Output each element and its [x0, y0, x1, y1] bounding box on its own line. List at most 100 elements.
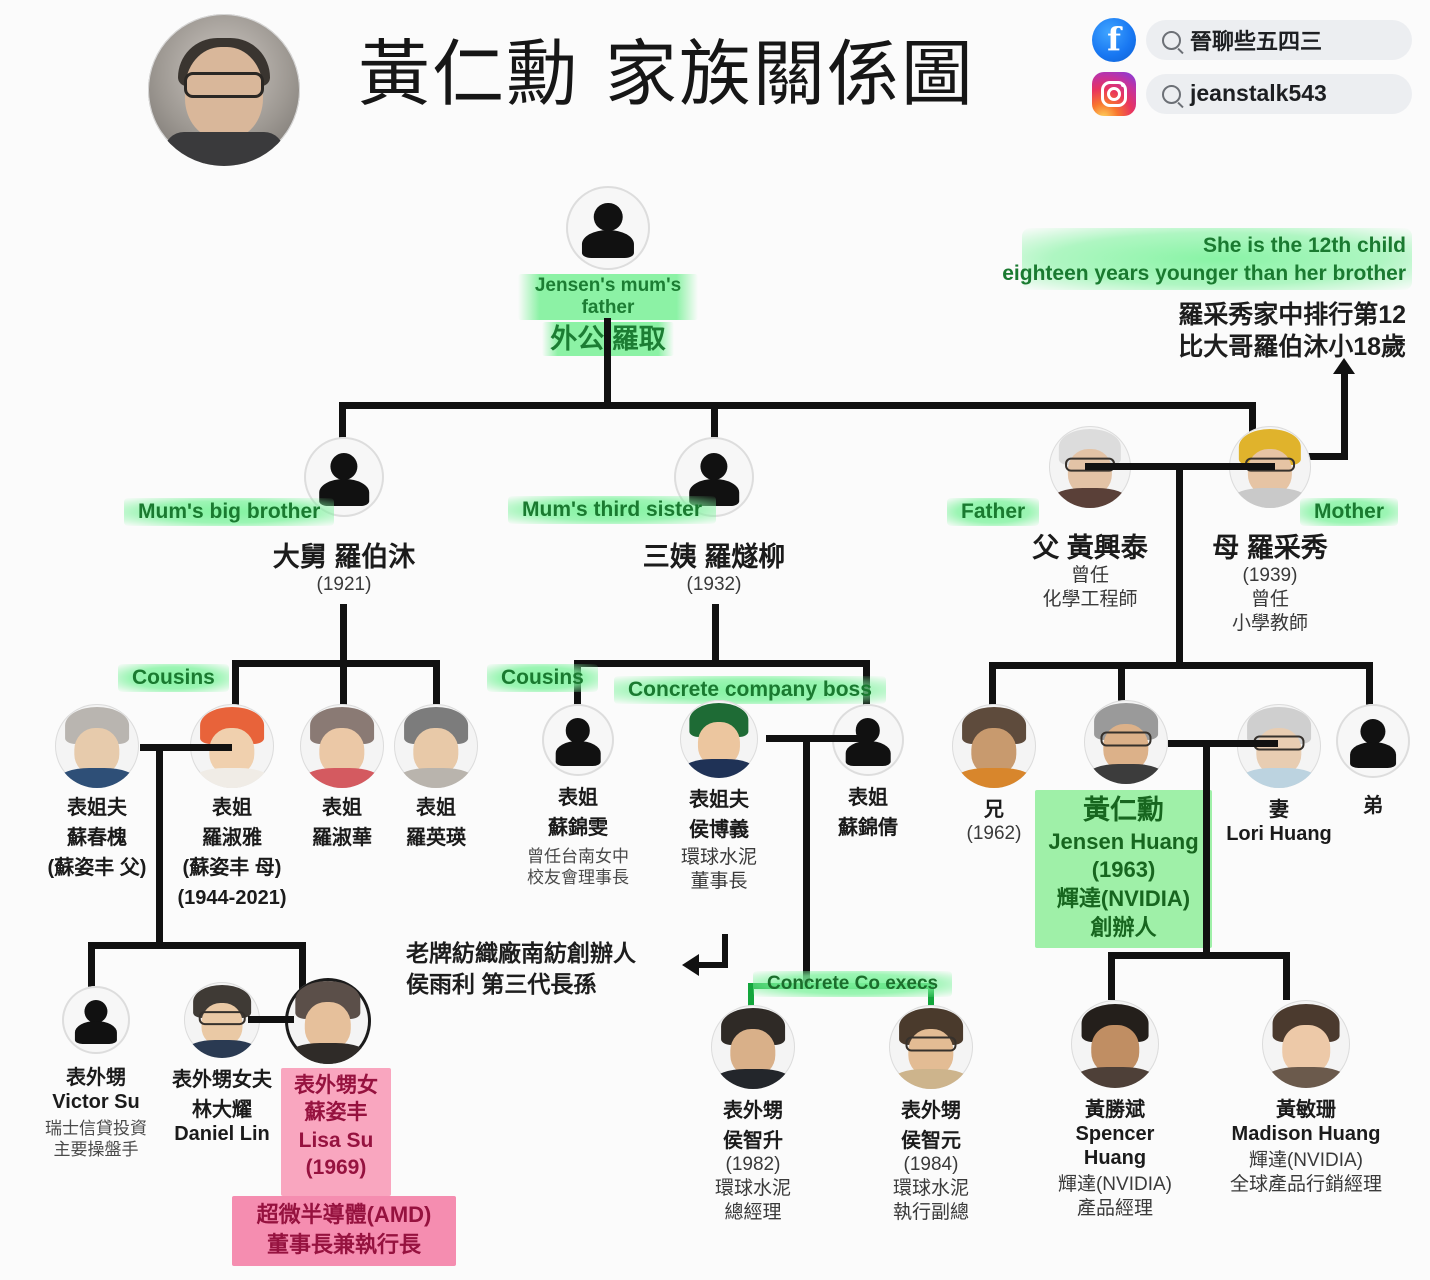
jensen-name-en: Jensen Huang [1048, 828, 1199, 854]
connector-to-victor-su [88, 942, 95, 990]
instagram-handle-pill[interactable]: jeanstalk543 [1146, 74, 1412, 114]
arrow-left-icon [682, 954, 699, 976]
connector-to-luo-yingying [433, 660, 440, 708]
daniel-lin-name-zh: 林大耀 [192, 1099, 252, 1121]
wife-name-en: Lori Huang [1226, 823, 1332, 845]
connector-hou-su-down [803, 735, 810, 989]
connector-uncle-children-bus [232, 660, 440, 667]
connector-marriage-daniel-lisa [248, 1016, 294, 1023]
mother-note-en-1: She is the 12th child [1202, 234, 1406, 257]
page-title: 黃仁勳 家族關係圖 [358, 32, 975, 116]
node-grandfather[interactable]: Jensen's mum's father 外公 羅取 [518, 186, 698, 357]
su-jinwen-avatar [542, 704, 614, 776]
label-mother: Mother [1300, 498, 1398, 526]
node-luo-shuhua[interactable]: 表姐 羅淑華 [268, 704, 416, 850]
node-hou-boyi[interactable]: 表姐夫 侯博義 環球水泥 董事長 [646, 700, 792, 894]
younger-brother-avatar [1336, 704, 1410, 778]
label-mums-big-brother: Mum's big brother [124, 498, 335, 526]
node-victor-su[interactable]: 表外甥 Victor Su 瑞士信貸投資 主要操盤手 [42, 986, 150, 1161]
hou-zhisheng-rel: 表外甥 [723, 1100, 783, 1122]
node-lisa-su-avatar-wrap[interactable] [274, 978, 382, 1064]
big-uncle-year: (1921) [316, 574, 372, 596]
connector-to-luo-shuhua [340, 660, 347, 708]
facebook-handle-pill[interactable]: 晉聊些五四三 [1146, 20, 1412, 60]
mother-note-zh-1: 羅采秀家中排行第12 [1178, 300, 1406, 329]
connector-jensen-down [1203, 740, 1210, 958]
luo-yingying-rel: 表姐 [416, 797, 456, 819]
lisa-su-highlight-box [281, 1068, 391, 1196]
jensen-name-zh: 黃仁勳 [1083, 795, 1164, 825]
luo-shuya-avatar [190, 704, 274, 788]
node-su-jinwen[interactable]: 表姐 蘇錦雯 曾任台南女中 校友會理事長 [508, 704, 648, 889]
node-madison[interactable]: 黃敏珊 Madison Huang 輝達(NVIDIA) 全球產品行銷經理 [1216, 1000, 1396, 1197]
lisa-su-year: (1969) [305, 1155, 367, 1179]
search-icon [1162, 30, 1181, 50]
lisa-su-role-block: 超微半導體(AMD) 董事長兼執行長 [232, 1200, 456, 1259]
instagram-icon[interactable] [1092, 72, 1136, 116]
node-jensen-avatar-wrap[interactable] [1060, 700, 1192, 784]
node-lisa-su[interactable]: 表外甥女 蘇姿丰 Lisa Su (1969) [281, 1072, 391, 1181]
su-jinwen-rel: 表姐 [558, 787, 598, 809]
node-mother[interactable]: 母 羅采秀 (1939) 曾任 小學教師 [1180, 426, 1360, 636]
lisa-su-role-highlight-box [232, 1196, 456, 1266]
textile-note-1: 老牌紡織廠南紡創辦人 [406, 940, 636, 966]
node-jensen[interactable]: 黃仁勳 Jensen Huang (1963) 輝達(NVIDIA) 創辦人 [1035, 794, 1212, 942]
hou-zhisheng-avatar [711, 1005, 795, 1089]
father-line3: 化學工程師 [1042, 589, 1138, 611]
connector-to-lisa-su [299, 942, 306, 990]
luo-yingying-name: 羅英瑛 [406, 827, 466, 849]
connector-to-brother [989, 662, 996, 710]
connector-textile-horizontal [698, 962, 728, 968]
daniel-lin-name-en: Daniel Lin [174, 1123, 270, 1145]
jensen-role: 創辦人 [1090, 914, 1157, 940]
node-luo-yingying[interactable]: 表姐 羅英瑛 [362, 704, 510, 850]
hou-boyi-note2: 董事長 [690, 870, 748, 892]
connector-gf-down [604, 318, 611, 407]
mother-name: 母 羅采秀 [1212, 533, 1328, 563]
victor-su-note1: 瑞士信貸投資 [45, 1119, 147, 1138]
spencer-avatar [1071, 1000, 1159, 1088]
connector-mother-note-vertical [1341, 372, 1348, 460]
textile-note-2: 侯雨利 第三代長孫 [406, 971, 597, 998]
younger-brother-rel: 弟 [1363, 795, 1383, 817]
facebook-row[interactable]: 晉聊些五四三 [1092, 18, 1412, 62]
lisa-su-name-zh: 蘇姿丰 [304, 1101, 368, 1125]
victor-su-name-en: Victor Su [52, 1091, 140, 1113]
su-jinqian-name: 蘇錦倩 [838, 817, 898, 839]
node-third-aunt[interactable]: 三姨 羅燧柳 (1932) [622, 437, 806, 597]
connector-to-big-uncle [339, 402, 346, 460]
node-hou-zhiyuan[interactable]: 表外甥 侯智元 (1984) 環球水泥 執行副總 [878, 1005, 984, 1224]
su-chunhuai-name: 蘇春槐 [67, 827, 127, 849]
facebook-icon[interactable] [1092, 18, 1136, 62]
brother-rel: 兄 [984, 799, 1004, 821]
node-brother[interactable]: 兄 (1962) [930, 704, 1058, 846]
connector-parents-down [1176, 463, 1183, 669]
wife-rel: 妻 [1269, 799, 1289, 821]
node-hou-zhisheng[interactable]: 表外甥 侯智升 (1982) 環球水泥 總經理 [700, 1005, 806, 1224]
instagram-row[interactable]: jeanstalk543 [1092, 72, 1412, 116]
su-jinwen-note1: 曾任台南女中 [527, 847, 629, 866]
node-wife[interactable]: 妻 Lori Huang [1215, 704, 1343, 846]
node-daniel-lin[interactable]: 表外甥女夫 林大耀 Daniel Lin [152, 982, 292, 1146]
connector-to-younger-brother [1366, 662, 1373, 710]
su-jinwen-note2: 校友會理事長 [527, 868, 629, 888]
connector-aunt-down [712, 604, 719, 666]
big-uncle-name: 大舅 羅伯沐 [272, 542, 416, 572]
third-aunt-name: 三姨 羅燧柳 [642, 542, 786, 572]
victor-su-rel: 表外甥 [66, 1067, 126, 1089]
node-luo-shuya[interactable]: 表姐 羅淑雅 (蘇姿丰 母) (1944-2021) [152, 704, 312, 910]
search-icon [1162, 84, 1181, 104]
node-father[interactable]: 父 黃興泰 曾任 化學工程師 [1000, 426, 1180, 612]
node-younger-brother[interactable]: 弟 [1330, 704, 1416, 818]
textile-annotation: 老牌紡織廠南紡創辦人 侯雨利 第三代長孫 [406, 938, 636, 1000]
grandfather-avatar [566, 186, 650, 270]
luo-shuya-note1: (蘇姿丰 母) [182, 857, 282, 879]
brother-avatar [952, 704, 1036, 788]
hou-zhiyuan-rel: 表外甥 [901, 1100, 961, 1122]
node-su-jinqian[interactable]: 表姐 蘇錦倩 [798, 704, 938, 840]
node-su-chunhuai[interactable]: 表姐夫 蘇春槐 (蘇姿丰 父) [18, 704, 176, 880]
luo-shuhua-rel: 表姐 [322, 797, 362, 819]
connector-gen2-bus [339, 402, 1256, 409]
node-spencer[interactable]: 黃勝斌 Spencer Huang 輝達(NVIDIA) 產品經理 [1042, 1000, 1188, 1221]
